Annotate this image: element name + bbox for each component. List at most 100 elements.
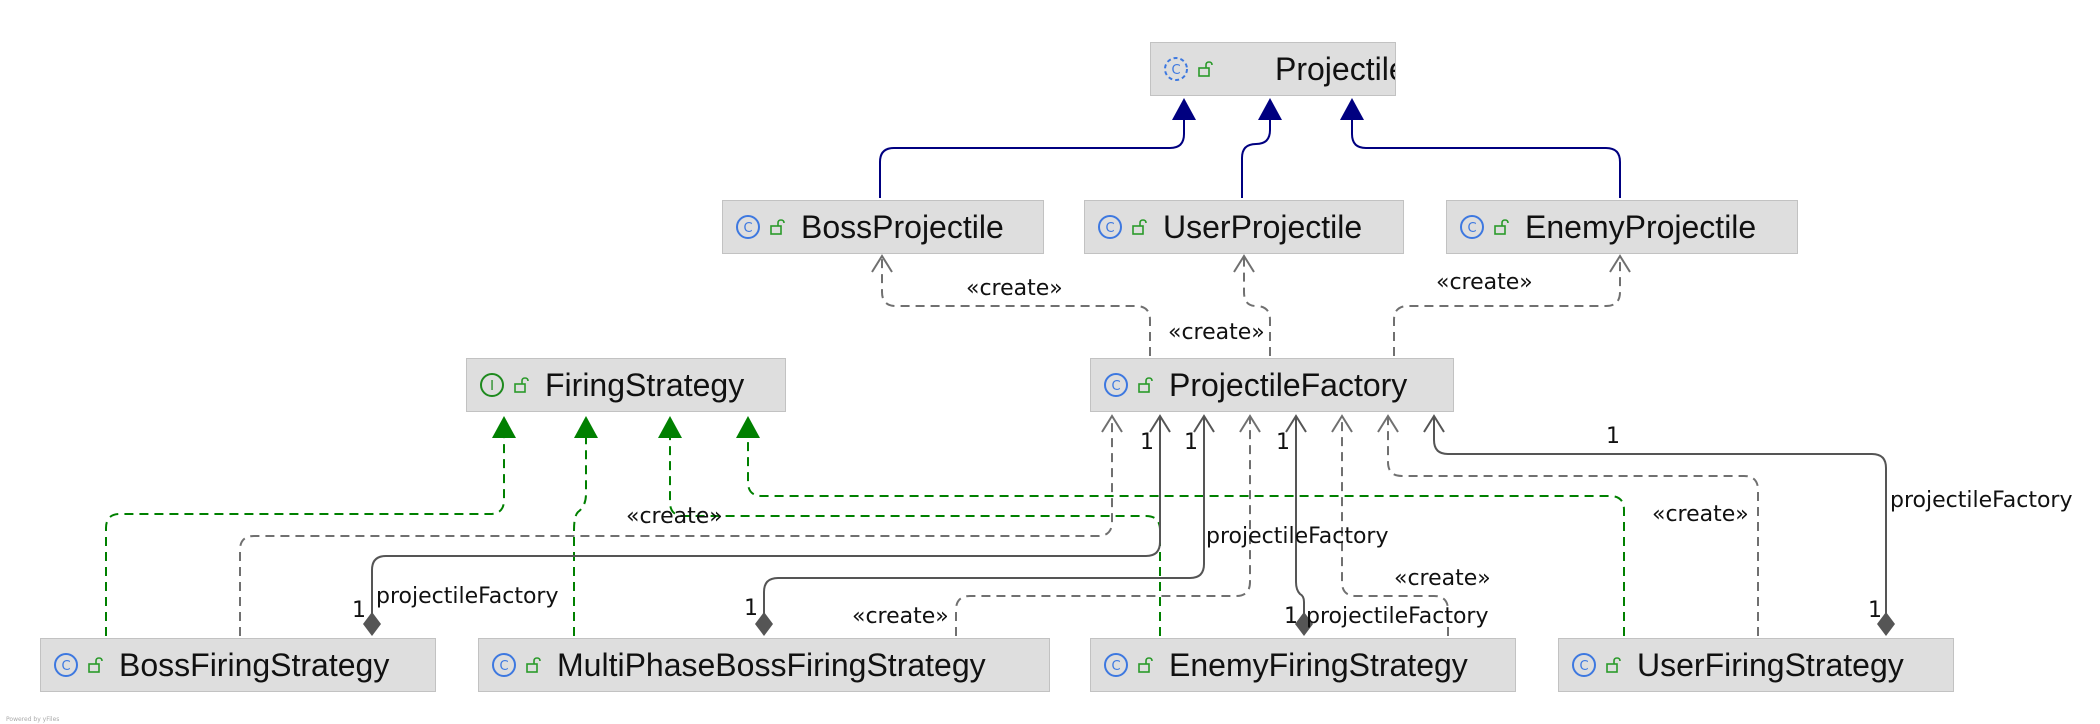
diamond: [363, 612, 381, 636]
interface-firingstrategy[interactable]: I FiringStrategy: [466, 358, 786, 412]
arrowhead: [492, 416, 516, 438]
create-dependency-edges: [881, 258, 1621, 356]
edge-multiphase-creates-factory: [955, 418, 1251, 636]
create-label: «create»: [626, 504, 723, 529]
svg-text:I: I: [490, 379, 494, 394]
arrowhead: [736, 416, 760, 438]
arrowhead: [871, 254, 893, 273]
class-name: EnemyProjectile: [1525, 208, 1757, 245]
class-userfiringstrategy[interactable]: C UserFiringStrategy: [1558, 638, 1954, 692]
arrowhead: [1609, 254, 1631, 273]
arrowhead: [1233, 254, 1255, 273]
class-name: Projectile: [1275, 50, 1396, 87]
class-enemyfiringstrategy[interactable]: C EnemyFiringStrategy: [1090, 638, 1516, 692]
association-edges: [371, 418, 1887, 618]
edge-multiphase-projectilefactory: [763, 418, 1205, 618]
multiplicity-label: 1: [1606, 424, 1620, 449]
create-label: «create»: [966, 276, 1063, 301]
class-icon: C: [492, 653, 516, 677]
edge-factory-creates-bossprojectile: [881, 258, 1151, 356]
arrowhead: [1340, 98, 1364, 120]
diamond: [1877, 612, 1895, 636]
class-enemyprojectile[interactable]: C EnemyProjectile: [1446, 200, 1798, 254]
edge-bossfiring-projectilefactory: [371, 418, 1161, 618]
arrowhead: [1172, 98, 1196, 120]
edge-userfiring-implements-firingstrategy: [747, 438, 1625, 636]
arrowhead: [1193, 414, 1215, 433]
interface-name: FiringStrategy: [545, 366, 745, 403]
class-bossfiringstrategy[interactable]: C BossFiringStrategy: [40, 638, 436, 692]
factory-open-arrowheads: [1101, 414, 1399, 433]
edge-multiphase-implements-firingstrategy: [573, 438, 587, 636]
edge-bossfiring-implements-firingstrategy: [105, 438, 505, 636]
public-visibility-icon: [1494, 219, 1509, 235]
edge-factory-creates-enemyprojectile: [1393, 258, 1621, 356]
arrowhead: [1377, 414, 1399, 433]
edge-userfiring-creates-factory: [1387, 418, 1759, 636]
composition-diamonds: [363, 612, 1895, 636]
multiplicity-label: 1: [1284, 604, 1298, 629]
create-label: «create»: [1168, 320, 1265, 345]
diamond: [1295, 612, 1313, 636]
create-label: «create»: [1436, 270, 1533, 295]
multiplicity-label: 1: [744, 596, 758, 621]
inheritance-edges: [879, 98, 1621, 198]
class-projectilefactory[interactable]: C ProjectileFactory: [1090, 358, 1454, 412]
svg-text:C: C: [1111, 659, 1120, 674]
create-label: «create»: [1652, 502, 1749, 527]
create-label: «create»: [1394, 566, 1491, 591]
arrowhead: [1423, 414, 1445, 433]
public-visibility-icon: [1198, 61, 1213, 77]
class-bossprojectile[interactable]: C BossProjectile: [722, 200, 1044, 254]
class-icon: C: [54, 653, 78, 677]
class-name: EnemyFiringStrategy: [1169, 646, 1468, 683]
public-visibility-icon: [1606, 657, 1621, 673]
arrowhead: [1239, 414, 1261, 433]
arrowhead: [1285, 414, 1307, 433]
svg-text:C: C: [1171, 63, 1180, 78]
edge-bossprojectile-extends-projectile: [879, 100, 1185, 198]
multiplicity-label: 1: [1276, 430, 1290, 455]
class-name: UserProjectile: [1163, 208, 1363, 245]
role-label: projectileFactory: [376, 584, 559, 609]
class-projectile[interactable]: C Projectile: [1150, 42, 1396, 96]
class-icon: C: [1460, 215, 1484, 239]
public-visibility-icon: [514, 377, 529, 393]
class-icon: C: [1104, 373, 1128, 397]
arrowhead: [1149, 414, 1171, 433]
public-visibility-icon: [526, 657, 541, 673]
association-arrowheads: [1149, 414, 1445, 433]
multiplicity-label: 1: [1184, 430, 1198, 455]
open-arrowheads: [871, 254, 1631, 273]
public-visibility-icon: [1132, 219, 1147, 235]
arrowhead: [1258, 98, 1282, 120]
class-name: UserFiringStrategy: [1637, 646, 1904, 683]
class-userprojectile[interactable]: C UserProjectile: [1084, 200, 1404, 254]
svg-text:C: C: [743, 221, 752, 236]
svg-text:C: C: [61, 659, 70, 674]
multiplicity-label: 1: [352, 598, 366, 623]
class-icon: C: [1098, 215, 1122, 239]
abstract-class-icon: C: [1164, 57, 1188, 81]
implementation-arrowheads: [492, 416, 760, 438]
public-visibility-icon: [1138, 657, 1153, 673]
arrowhead: [1331, 414, 1353, 433]
multiplicity-label: 1: [1140, 430, 1154, 455]
class-name: BossFiringStrategy: [119, 646, 390, 683]
create-label: «create»: [852, 604, 949, 629]
interface-icon: I: [480, 373, 504, 397]
edge-userprojectile-extends-projectile: [1241, 100, 1271, 198]
class-multiphasebossfiringstrategy[interactable]: C MultiPhaseBossFiringStrategy: [478, 638, 1050, 692]
svg-text:C: C: [499, 659, 508, 674]
svg-text:C: C: [1467, 221, 1476, 236]
role-label: projectileFactory: [1306, 604, 1489, 629]
edge-enemyfiring-projectilefactory: [1295, 418, 1305, 618]
class-name: BossProjectile: [801, 208, 1004, 245]
role-label: projectileFactory: [1206, 524, 1389, 549]
public-visibility-icon: [1138, 377, 1153, 393]
svg-text:C: C: [1579, 659, 1588, 674]
edge-enemyfiring-creates-factory: [1341, 418, 1449, 636]
class-icon: C: [736, 215, 760, 239]
